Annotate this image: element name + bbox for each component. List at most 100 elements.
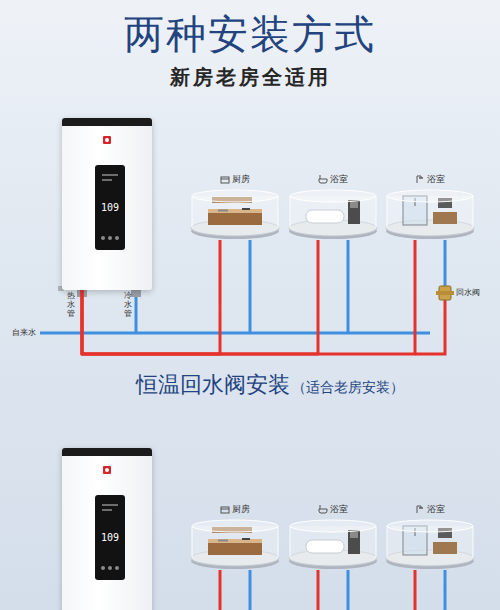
room-node: 浴室: [288, 172, 378, 240]
title: 两种安装方式: [0, 10, 500, 58]
section-heading-row: 恒温回水阀安装（适合老房安装）: [0, 370, 500, 400]
room-heading: 浴室: [288, 172, 378, 186]
section-heading: 恒温回水阀安装: [136, 370, 290, 400]
hot-pipe: [414, 570, 417, 610]
display-readout: 109: [101, 202, 119, 214]
room-heading: 浴室: [385, 502, 475, 516]
icon-stroke: [221, 177, 229, 183]
mirror: [350, 202, 358, 208]
panel-icon: [115, 236, 119, 240]
room-label: 浴室: [427, 503, 445, 515]
cold-inlet-pipe: [135, 297, 138, 333]
room-node: 浴室: [288, 502, 378, 570]
room-node: 浴室: [385, 172, 475, 240]
room-node: 厨房: [190, 172, 280, 240]
panel-icon: [102, 179, 112, 181]
glass-edge: [192, 526, 193, 558]
brand-logo: [103, 136, 111, 144]
sink: [218, 210, 228, 212]
glass-edge: [278, 196, 279, 228]
room-platform: [190, 188, 280, 240]
room-label: 厨房: [232, 173, 250, 185]
panel-icon: [102, 504, 118, 506]
room-label: 浴室: [330, 173, 348, 185]
kitchen-counter: [208, 212, 262, 225]
kitchen-counter: [208, 542, 262, 555]
glass-edge: [387, 196, 388, 228]
brand-logo: [103, 466, 111, 474]
room-platform: [190, 518, 280, 570]
water-heater: 109: [62, 118, 152, 290]
cold-pipe: [347, 570, 350, 610]
subtitle: 新房老房全适用: [0, 64, 500, 90]
stove: [242, 538, 250, 540]
glass-edge: [192, 196, 193, 228]
glass-rim: [192, 190, 278, 202]
glass-edge: [473, 196, 474, 228]
icon-stroke: [221, 509, 229, 510]
return-pipe: [415, 300, 445, 354]
section-note: （适合老房安装）: [292, 377, 404, 397]
water-heater: 109: [62, 448, 152, 610]
water-source-label: 自来水: [12, 328, 36, 338]
room-node: 浴室: [385, 502, 475, 570]
icon-stroke: [320, 175, 321, 179]
brand-logo-mark: [105, 138, 109, 142]
room-node: 厨房: [190, 502, 280, 570]
icon-stroke: [419, 177, 423, 178]
panel-icon: [102, 509, 112, 511]
bathtub: [306, 540, 344, 553]
room-heading: 浴室: [288, 502, 378, 516]
glass-edge: [376, 526, 377, 558]
sink: [218, 540, 228, 542]
room-icon: [318, 504, 328, 514]
glass-edge: [473, 526, 474, 558]
panel-icon: [115, 566, 119, 570]
panel-icon: [102, 174, 118, 176]
cabinet: [348, 530, 360, 554]
glass-rim: [387, 190, 473, 202]
icon-stroke: [417, 176, 421, 183]
counter-top: [208, 539, 262, 543]
glass-rim: [387, 520, 473, 532]
panel-icon: [101, 566, 105, 570]
room-platform: [385, 518, 475, 570]
room-label: 厨房: [232, 503, 250, 515]
pipe-label: 冷水管: [124, 292, 132, 318]
glass-edge: [290, 196, 291, 228]
room-label: 浴室: [427, 173, 445, 185]
room-label: 浴室: [330, 503, 348, 515]
panel-icon: [108, 236, 112, 240]
panel-icon: [108, 566, 112, 570]
cold-pipe: [347, 240, 350, 333]
glass-rim: [290, 520, 376, 532]
cold-water-main: [40, 332, 430, 335]
icon-stroke: [319, 509, 327, 513]
valve-label: 回水阀: [456, 288, 480, 298]
icon-stroke: [417, 506, 421, 513]
cold-pipe: [249, 240, 252, 333]
cabinet: [348, 200, 360, 224]
panel-icon: [101, 236, 105, 240]
icon-stroke: [419, 507, 423, 508]
display-panel: 109: [95, 165, 125, 250]
glass-edge: [387, 526, 388, 558]
glass-edge: [278, 526, 279, 558]
room-icon: [220, 174, 230, 184]
room-icon: [318, 174, 328, 184]
icon-stroke: [221, 179, 229, 180]
cold-pipe: [444, 570, 447, 610]
glass-edge: [290, 526, 291, 558]
icon-stroke: [320, 505, 321, 509]
display-readout: 109: [101, 532, 119, 544]
icon-stroke: [221, 507, 229, 513]
cold-pipe: [249, 570, 252, 610]
brand-logo-mark: [105, 468, 109, 472]
room-heading: 厨房: [190, 172, 280, 186]
vanity: [433, 542, 457, 554]
pipe-fitting: [131, 290, 141, 297]
cold-pipe: [444, 240, 447, 286]
glass-rim: [192, 520, 278, 532]
glass-edge: [376, 196, 377, 228]
room-heading: 厨房: [190, 502, 280, 516]
